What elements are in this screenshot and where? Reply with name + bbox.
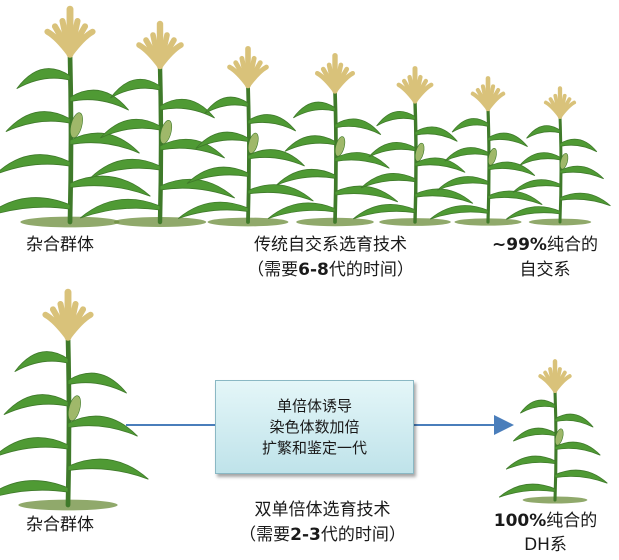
top-time-prefix: （需要: [247, 260, 299, 280]
bottom-end-purity: 100%: [493, 511, 547, 531]
top-time-value: 6-8: [298, 260, 329, 280]
top-end-purity: ~99%: [492, 235, 547, 255]
top-row-plants: [0, 5, 611, 228]
bottom-time-suffix: 代的时间）: [320, 525, 406, 545]
top-end-purity-text: 纯合的: [546, 235, 598, 255]
bottom-time-value: 2-3: [290, 525, 321, 545]
process-step-3: 扩繁和鉴定一代: [261, 438, 367, 457]
top-time-suffix: 代的时间）: [328, 260, 414, 280]
top-end-label-line2: 自交系: [519, 260, 571, 280]
bottom-end-purity-text: 纯合的: [546, 511, 598, 531]
process-step-1: 单倍体诱导: [276, 396, 352, 415]
corn-plant-6: [429, 76, 543, 226]
top-end-label-line1: ~99%纯合的: [480, 234, 610, 256]
corn-plant-3: [177, 45, 314, 227]
top-method-label: 传统自交系选育技术: [254, 235, 407, 255]
bottom-start-label: 杂合群体: [26, 515, 94, 535]
top-start-label: 杂合群体: [26, 235, 94, 255]
corn-plant-start: [0, 288, 149, 511]
process-step-2: 染色体数加倍: [269, 417, 360, 436]
corn-plant-7: [505, 86, 611, 226]
bottom-time-prefix: （需要: [239, 525, 291, 545]
bottom-method-time: （需要2-3代的时间）: [210, 524, 435, 546]
dh-process-box: 单倍体诱导 染色体数加倍 扩繁和鉴定一代: [215, 380, 414, 474]
bottom-end-label-line1: 100%纯合的: [478, 510, 613, 532]
corn-plant-1: [0, 5, 151, 228]
top-method-time: （需要6-8代的时间）: [218, 259, 443, 281]
bottom-method-label: 双单倍体选育技术: [254, 500, 391, 520]
bottom-end-label-line2: DH系: [524, 535, 567, 555]
corn-plant-4: [267, 52, 399, 227]
corn-plant-5: [352, 66, 474, 226]
corn-plant-2: [79, 20, 236, 227]
corn-plant-dh: [498, 359, 608, 504]
bottom-row-plants: [0, 288, 608, 511]
